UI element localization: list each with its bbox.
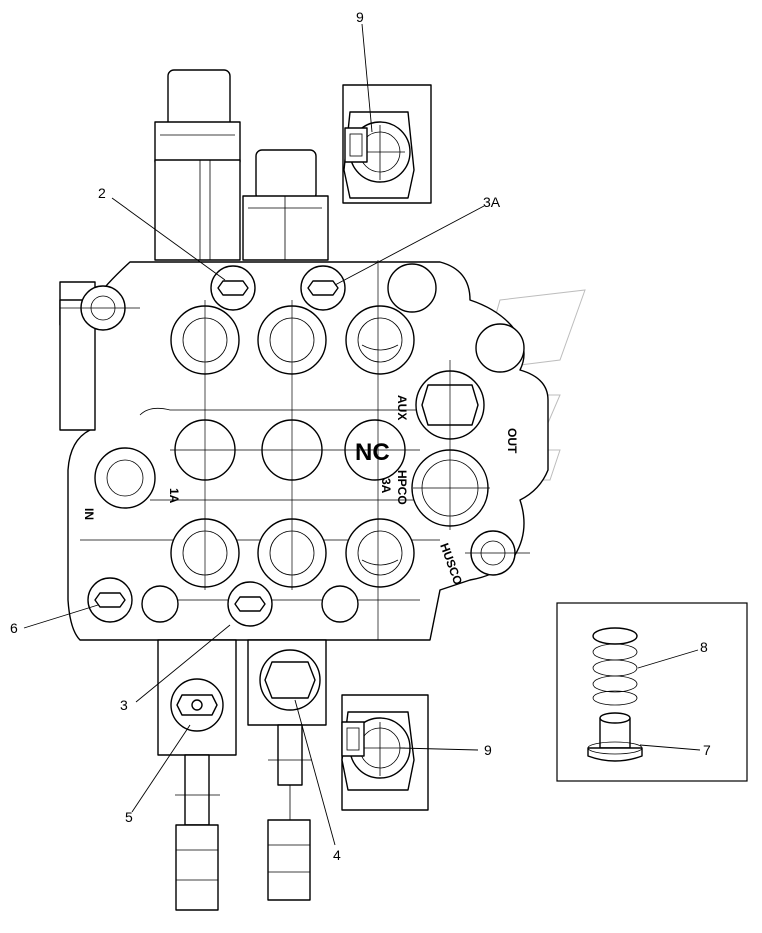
one-a-label: 1A	[167, 488, 181, 504]
callout-3: 3	[120, 697, 128, 713]
callouts: 2 3A 9 6 3 5 4 9 8 7	[10, 9, 711, 863]
callout-5: 5	[125, 809, 133, 825]
out-label: OUT	[505, 428, 519, 454]
bottom-middle-sensor	[247, 639, 327, 901]
plug-7	[587, 712, 643, 762]
callout-9-top: 9	[356, 9, 364, 25]
callout-7: 7	[703, 742, 711, 758]
bottom-hex-bolts	[87, 577, 359, 627]
bottom-port-row	[170, 518, 415, 588]
leader-lines	[23, 23, 701, 846]
callout-4: 4	[333, 847, 341, 863]
top-port-row	[170, 305, 415, 375]
top-solenoid-coil-9	[342, 84, 432, 204]
bottom-solenoid-coil-9	[341, 694, 429, 811]
callout-9-bottom: 9	[484, 742, 492, 758]
inset-detail-box	[556, 602, 748, 782]
callout-6: 6	[10, 620, 18, 636]
bottom-left-sensor	[157, 639, 237, 911]
left-solenoid-cartridge	[154, 69, 241, 261]
callout-8: 8	[700, 639, 708, 655]
in-label: IN	[82, 508, 96, 520]
top-hex-bolts	[210, 263, 437, 313]
nc-label: NC	[355, 439, 390, 466]
aux-label: AUX	[395, 395, 409, 420]
spring-8	[592, 627, 638, 706]
callout-2: 2	[98, 185, 106, 201]
middle-solenoid-cartridge	[242, 149, 329, 261]
callout-3a: 3A	[483, 194, 501, 210]
centerlines	[60, 260, 530, 640]
hpco-label: HPCO	[395, 470, 409, 505]
three-a-label: 3A	[379, 478, 393, 494]
